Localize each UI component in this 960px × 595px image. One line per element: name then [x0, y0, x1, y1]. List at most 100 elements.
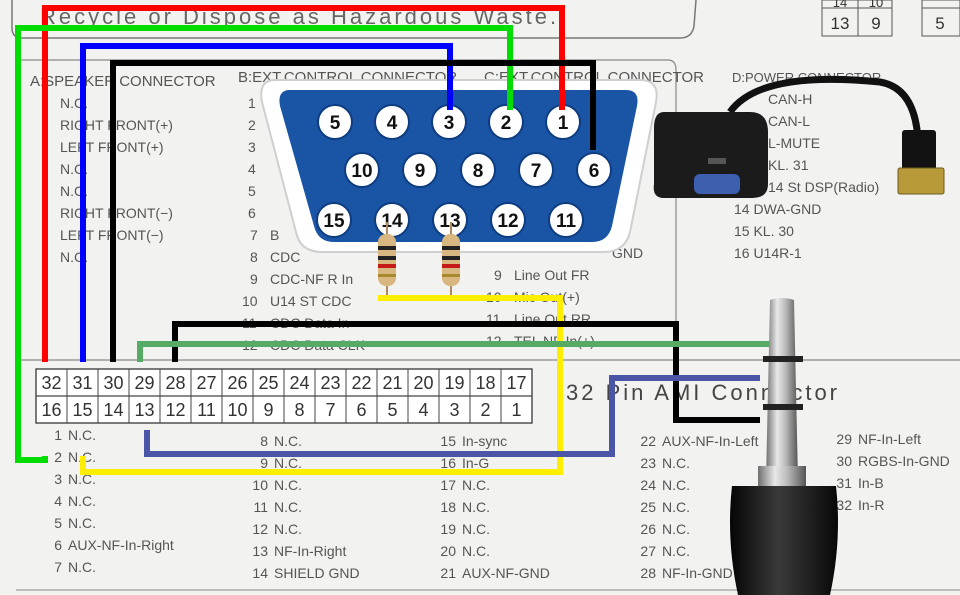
ext-b-label: B [270, 227, 279, 243]
ext-b-number: 3 [248, 139, 256, 155]
pin-number: 8 [260, 433, 268, 449]
ext-b-number: 2 [248, 117, 256, 133]
adapter-vga-port [694, 174, 740, 194]
pin-label: AUX-NF-GND [462, 565, 550, 581]
vga-pin-label: 4 [387, 113, 398, 134]
pin-label: N.C. [462, 477, 490, 493]
power-list-item: 14 DWA-GND [734, 201, 821, 217]
pin-header-cell: 20 [413, 373, 433, 393]
jack-plug-body [730, 486, 838, 595]
power-list-item: 15 KL. 30 [734, 223, 794, 239]
speaker-list-item: RIGHT FRONT(−) [60, 205, 173, 221]
pin-header-cell: 22 [351, 373, 371, 393]
pin-header-cell: 17 [506, 373, 526, 393]
pin-header-cell: 8 [294, 400, 304, 420]
wire-black-audio [172, 321, 760, 423]
pin-list-item: 18 N.C. [440, 499, 490, 515]
speaker-list-item: RIGHT FRONT(+) [60, 117, 173, 133]
vga-pin: 9 [402, 152, 438, 188]
pin-label: N.C. [274, 477, 302, 493]
vga-pin-label: 5 [330, 113, 341, 134]
wires [15, 5, 778, 475]
vga-pin-label: 6 [589, 161, 600, 182]
pin-header-cell: 3 [449, 400, 459, 420]
audio-jack [730, 298, 838, 595]
pin-header-cell: 26 [227, 373, 247, 393]
jack-ring-2 [763, 404, 803, 410]
wire-green [15, 25, 513, 463]
pin-number: 11 [253, 499, 268, 515]
pin-number: 21 [440, 565, 456, 581]
vga-pin-label: 8 [473, 161, 484, 182]
top-panel-outline [11, 0, 697, 39]
pin-label: N.C. [662, 455, 690, 471]
pin-number: 13 [252, 543, 268, 559]
pin-header-cell: 24 [289, 373, 309, 393]
pin-label: N.C. [68, 427, 96, 443]
vga-pin: 15 [316, 202, 352, 238]
resistor-left [378, 222, 396, 298]
pin-header-cell: 10 [227, 400, 247, 420]
hdmi-tip [897, 167, 945, 195]
pin-header-cell: 4 [418, 400, 428, 420]
ext-c-number: 9 [494, 267, 502, 283]
pin-header-cell: 11 [197, 400, 216, 420]
vga-pin: 12 [490, 202, 526, 238]
pin-number: 18 [440, 499, 456, 515]
pin-label: NF-In-GND [662, 565, 733, 581]
pin-label: N.C. [662, 521, 690, 537]
wire-yellow [80, 295, 563, 475]
vga-pin-label: 3 [444, 113, 455, 134]
hdmi-plug [902, 130, 936, 170]
vga-pin-label: 9 [415, 161, 426, 182]
wire-sage [137, 341, 778, 362]
vga-pin: 14 [374, 202, 410, 238]
pin-number: 26 [640, 521, 656, 537]
pin-label: N.C. [662, 499, 690, 515]
pin-number: 27 [640, 543, 656, 559]
pin-header-cell: 14 [103, 400, 123, 420]
pin-label: N.C. [662, 543, 690, 559]
pin-header-cell: 19 [444, 373, 464, 393]
pin-list-item: 11 N.C. [253, 499, 302, 515]
pin-header-cell: 9 [263, 400, 273, 420]
pin-header-cell: 28 [165, 373, 185, 393]
vga-pin: 6 [576, 152, 612, 188]
pin-label: SHIELD GND [274, 565, 360, 581]
pin-label: N.C. [68, 493, 96, 509]
section-a-title: A:SPEAKER CONNECTOR [30, 73, 216, 90]
pin-number: 7 [54, 559, 62, 575]
vga-pin: 11 [548, 202, 584, 238]
pin-list-item: 21 AUX-NF-GND [440, 565, 549, 581]
pin-number: 24 [640, 477, 656, 493]
connector-title: 32 Pin AMI Connector [566, 380, 840, 405]
pin-header-cell: 13 [134, 400, 154, 420]
pin-label: N.C. [274, 499, 302, 515]
pin-header-cell: 29 [134, 373, 154, 393]
ext-b-number: 9 [250, 271, 258, 287]
pin-label: N.C. [462, 499, 490, 515]
vga-pin: 3 [431, 104, 467, 140]
pin-number: 4 [54, 493, 62, 509]
vga-pin: 8 [460, 152, 496, 188]
vga-pin-label: 12 [497, 211, 518, 232]
vga-pin-label: 7 [531, 161, 542, 182]
hdmi-vga-adapter [653, 75, 945, 198]
ext-b-number: 6 [248, 205, 256, 221]
jack-ring-1 [763, 356, 803, 362]
pin-label: N.C. [274, 433, 302, 449]
pin-header-cell: 21 [382, 373, 402, 393]
pin-header-cell: 25 [258, 373, 278, 393]
